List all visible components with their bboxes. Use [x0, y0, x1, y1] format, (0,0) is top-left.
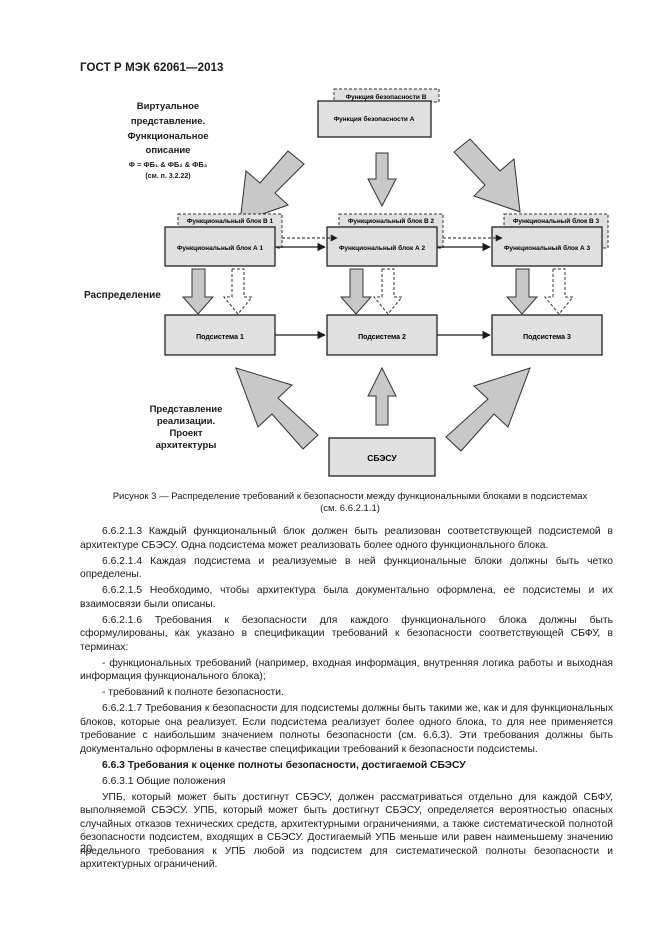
- section-heading-6-6-3: 6.6.3 Требования к оценке полноты безопа…: [102, 759, 466, 771]
- paragraph-sil: УПБ, который может быть достигнут СБЭСУ,…: [80, 791, 613, 871]
- paragraph-6-6-2-1-3: 6.6.2.1.3 Каждый функциональный блок дол…: [80, 526, 613, 551]
- svg-text:Функциональный блок А 3: Функциональный блок А 3: [504, 244, 591, 252]
- body-text: 6.6.2.1.3 Каждый функциональный блок дол…: [80, 525, 613, 874]
- svg-text:Подсистема 3: Подсистема 3: [523, 334, 571, 341]
- svg-text:Φ = ΦБ₁ & ΦБ₂ & ΦБ₃: Φ = ΦБ₁ & ΦБ₂ & ΦБ₃: [129, 160, 208, 169]
- svg-text:Проект: Проект: [169, 428, 202, 439]
- arrow-to-block-3: [453, 138, 521, 213]
- svg-text:реализации.: реализации.: [157, 416, 215, 427]
- svg-text:Функциональный блок В 1: Функциональный блок В 1: [187, 217, 274, 225]
- list-item-functional: - функциональных требований (например, в…: [80, 657, 613, 683]
- paragraph-6-6-2-1-6: 6.6.2.1.6 Требования к безопасности для …: [80, 614, 613, 653]
- svg-text:СБЭСУ: СБЭСУ: [367, 453, 397, 463]
- svg-text:описание: описание: [146, 145, 191, 156]
- svg-text:Функция безопасности В: Функция безопасности В: [346, 93, 427, 101]
- svg-text:архитектуры: архитектуры: [156, 440, 217, 451]
- subheading-6-6-3-1: 6.6.3.1 Общие положения: [102, 775, 226, 787]
- page-number: 20: [80, 843, 93, 855]
- arrow-to-block-1: [239, 150, 305, 223]
- requirements-distribution-diagram: Виртуальное представление. Функционально…: [84, 88, 609, 477]
- functional-block-a3: Функциональный блок А 3: [491, 226, 603, 267]
- arrow-from-sbesu-2: [367, 366, 397, 426]
- arrow-from-sbesu-1: [235, 367, 319, 450]
- svg-text:Функциональный блок А 1: Функциональный блок А 1: [177, 244, 264, 252]
- document-header: ГОСТ Р МЭК 62061—2013: [80, 62, 224, 74]
- svg-text:Подсистема 2: Подсистема 2: [358, 334, 406, 341]
- figure-caption: Рисунок 3 — Распределение требований к б…: [80, 491, 620, 515]
- caption-line-1: Рисунок 3 — Распределение требований к б…: [112, 491, 588, 502]
- function-b-box: Функция безопасности В: [333, 88, 440, 103]
- paragraph-6-6-2-1-7: 6.6.2.1.7 Требования к безопасности для …: [80, 703, 613, 755]
- down-arrows-3: [505, 268, 575, 315]
- svg-text:Функциональное: Функциональное: [127, 131, 208, 142]
- arrow-from-sbesu-3: [445, 367, 531, 452]
- subsystem-2: Подсистема 2: [326, 314, 438, 356]
- down-arrows-1: [181, 268, 254, 315]
- functional-block-a1: Функциональный блок А 1: [164, 226, 276, 267]
- svg-text:Функциональный блок В 3: Функциональный блок В 3: [513, 217, 600, 225]
- distribution-label: Распределение: [84, 290, 161, 301]
- svg-text:Представление: Представление: [150, 404, 223, 415]
- realization-label: Представление реализации. Проект архитек…: [150, 404, 223, 451]
- svg-text:Функциональный блок В 2: Функциональный блок В 2: [348, 217, 435, 225]
- list-item-integrity: - требований к полноте безопасности.: [102, 687, 284, 698]
- sbesu-box: СБЭСУ: [328, 437, 436, 477]
- caption-line-2: (см. 6.6.2.1.1): [320, 503, 380, 514]
- down-arrows-2: [339, 268, 404, 315]
- function-a-box: Функция безопасности А: [317, 100, 432, 138]
- functional-block-a2: Функциональный блок А 2: [326, 226, 438, 267]
- svg-text:представление.: представление.: [131, 116, 205, 127]
- svg-text:Функция безопасности А: Функция безопасности А: [334, 115, 415, 123]
- paragraph-6-6-2-1-4: 6.6.2.1.4 Каждая подсистема и реализуемы…: [80, 555, 613, 581]
- subsystem-3: Подсистема 3: [491, 314, 603, 356]
- svg-text:Функциональный блок А 2: Функциональный блок А 2: [339, 244, 426, 252]
- arrow-to-block-2: [367, 152, 397, 208]
- svg-text:Виртуальное: Виртуальное: [137, 101, 199, 112]
- svg-text:(см. п. 3.2.22): (см. п. 3.2.22): [145, 173, 190, 180]
- subsystem-1: Подсистема 1: [164, 314, 276, 356]
- svg-text:Подсистема 1: Подсистема 1: [196, 334, 244, 341]
- paragraph-6-6-2-1-5: 6.6.2.1.5 Необходимо, чтобы архитектура …: [80, 585, 613, 610]
- virtual-representation-label: Виртуальное представление. Функционально…: [127, 101, 208, 180]
